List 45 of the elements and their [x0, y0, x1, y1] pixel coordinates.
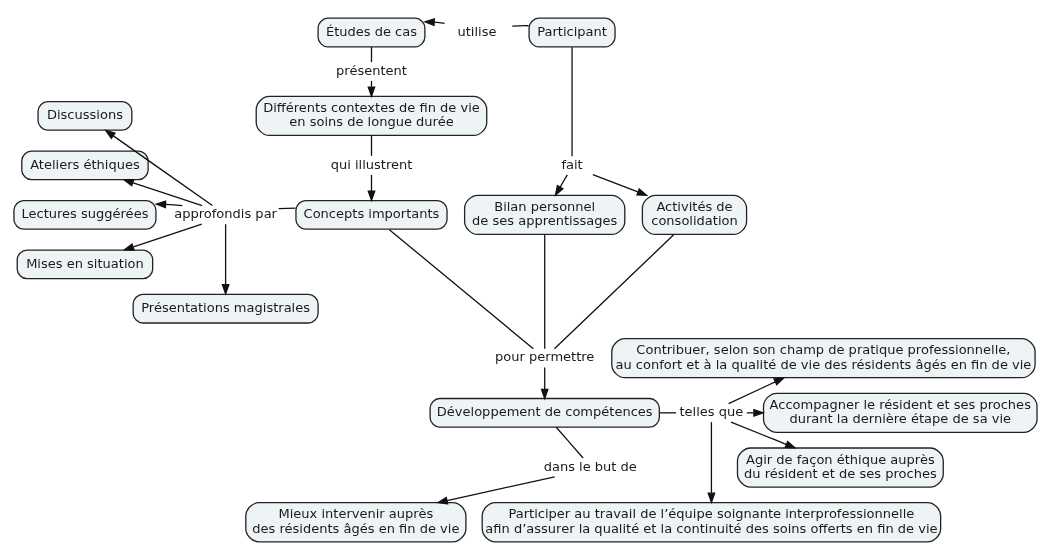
arrow	[727, 376, 786, 404]
connector	[544, 233, 546, 349]
arrow	[122, 178, 203, 206]
node-box: Activités de consolidation	[641, 194, 748, 235]
arrow	[122, 223, 203, 251]
node-text: qui illustrent	[330, 156, 413, 172]
node-text: utilise	[457, 23, 497, 39]
node-box: Ateliers éthiques	[21, 149, 149, 180]
connector	[370, 134, 373, 156]
connector	[555, 426, 584, 459]
arrow	[554, 173, 568, 197]
arrow	[592, 173, 649, 196]
node-box: Accompagner le résident et ses proches durant la dernière étape de sa vie	[762, 392, 1038, 433]
node-text: présentent	[336, 62, 407, 78]
node-text: pour permettre	[495, 348, 595, 364]
connector	[388, 228, 534, 349]
connector	[277, 206, 297, 209]
connector	[511, 24, 530, 27]
arrow	[707, 421, 716, 504]
node-box: Différents contextes de fin de vie en soins de longue durée	[255, 95, 488, 136]
connector	[553, 233, 675, 349]
node-box: Mises en situation	[16, 248, 154, 279]
node-box: Contribuer, selon son champ de pratique professionnelle, au confort et à la qualité de vie des résidents âgés en fin de vie	[611, 337, 1036, 378]
arrow	[154, 199, 183, 208]
node-box: Développement de compétences	[429, 397, 660, 428]
node-box: Participer au travail de l’équipe soignante interprofessionnelle afin d’assurer la qualité et la continuité des soins offerts en fin de vie	[481, 501, 942, 542]
node-text: approfondis par	[174, 205, 277, 221]
node-box: Concepts importants	[295, 199, 448, 230]
node-text: dans le but de	[543, 458, 637, 474]
node-box: Bilan personnel de ses apprentissages	[463, 194, 626, 235]
connector	[571, 46, 573, 157]
arrow	[104, 128, 214, 206]
arrow	[436, 475, 556, 505]
node-box: Lectures suggérées	[13, 199, 157, 230]
node-box: Études de cas	[317, 17, 426, 47]
arrow	[221, 223, 230, 296]
node-box: Participant	[528, 17, 616, 47]
arrow	[540, 366, 549, 400]
node-text: fait	[561, 156, 583, 172]
arrow	[730, 420, 797, 449]
node-box: Discussions	[37, 100, 133, 131]
node-text: telles que	[679, 403, 744, 419]
node-box: Mieux intervenir auprès des résidents âgés en fin de vie	[245, 501, 467, 542]
node-box: Agir de façon éthique auprès du résident et de ses proches	[736, 446, 944, 488]
node-box: Présentations magistrales	[132, 293, 319, 324]
